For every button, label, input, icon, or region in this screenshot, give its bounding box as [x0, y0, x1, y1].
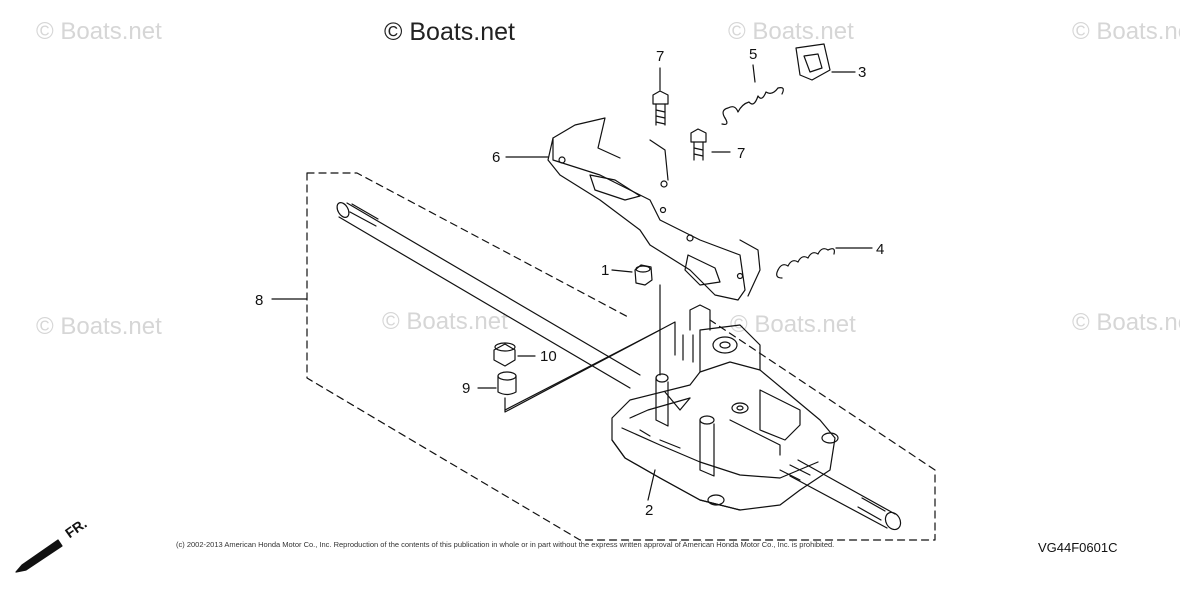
shaft-part — [336, 202, 902, 531]
callout-1: 1 — [601, 262, 610, 279]
collar-part — [497, 371, 517, 396]
callout-5: 5 — [749, 46, 758, 63]
leader-2 — [647, 469, 656, 501]
clip-part — [795, 43, 831, 81]
front-arrow-icon — [15, 539, 63, 573]
callout-8: 8 — [255, 292, 264, 309]
bolt-part — [652, 90, 669, 126]
brand-label: © Boats.net — [384, 18, 515, 46]
bracket-part — [547, 117, 761, 301]
diagram-code: VG44F0601C — [1038, 540, 1118, 555]
watermark: © Boats.net — [36, 18, 162, 45]
callout-2: 2 — [645, 502, 654, 519]
leader-9-10b — [504, 329, 661, 411]
watermark: © Boats.net — [1072, 18, 1180, 45]
callout-7a: 7 — [656, 48, 665, 65]
nut-part — [634, 264, 653, 286]
spring-part — [721, 87, 784, 125]
watermark: © Boats.net — [1072, 309, 1180, 336]
gearbox-part — [611, 304, 839, 511]
bolt-part — [690, 128, 707, 161]
leader-9-10 — [504, 321, 676, 413]
leader-5 — [752, 64, 756, 83]
callout-10: 10 — [540, 348, 557, 365]
leader-1 — [611, 269, 633, 273]
callout-9: 9 — [462, 380, 471, 397]
watermark: © Boats.net — [730, 311, 856, 338]
callout-7b: 7 — [737, 145, 746, 162]
assembly-outline — [306, 172, 936, 541]
watermark: © Boats.net — [728, 18, 854, 45]
callout-3: 3 — [858, 64, 867, 81]
watermark: © Boats.net — [382, 308, 508, 335]
copyright-notice: (c) 2002-2013 American Honda Motor Co., … — [176, 540, 835, 549]
watermark: © Boats.net — [36, 313, 162, 340]
callout-6: 6 — [492, 149, 501, 166]
callout-4: 4 — [876, 241, 885, 258]
spring-part — [776, 248, 835, 279]
nut-part — [493, 342, 516, 367]
